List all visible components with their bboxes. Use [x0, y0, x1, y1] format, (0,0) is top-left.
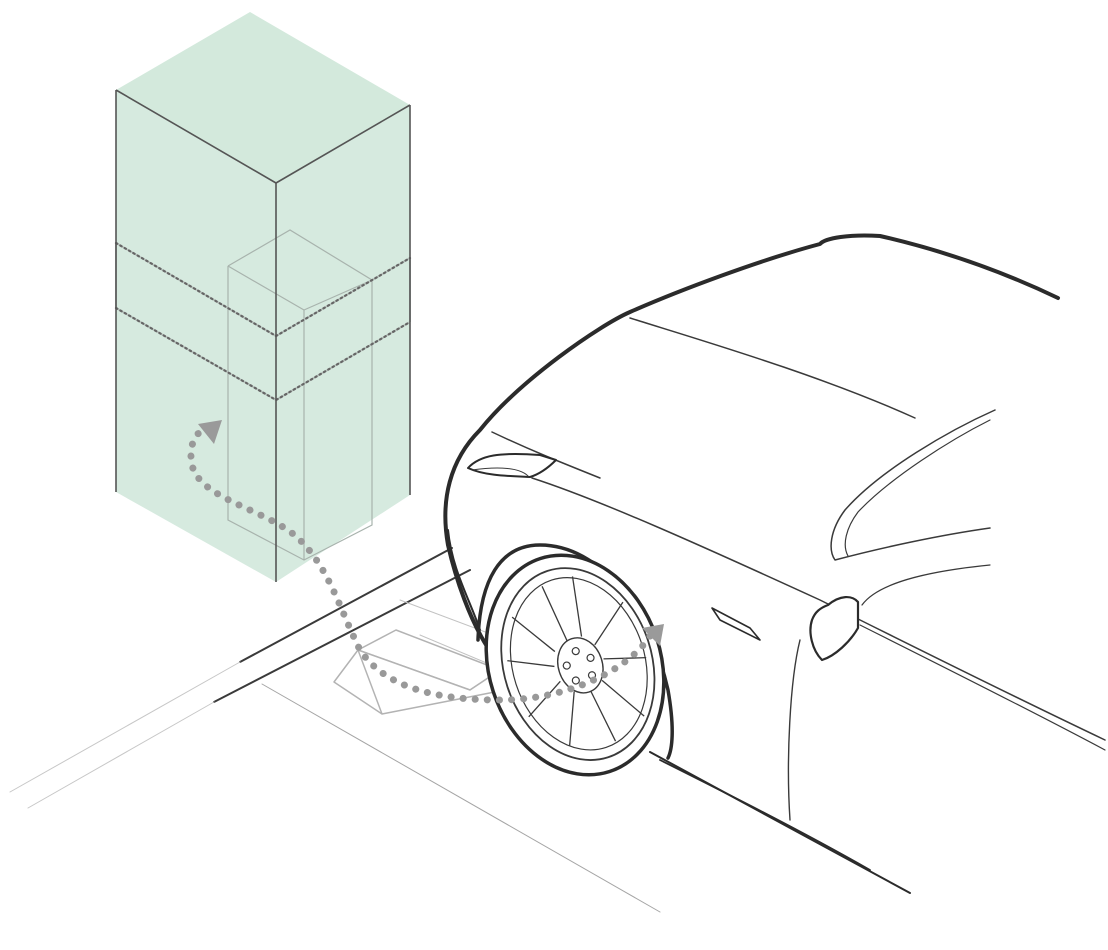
transfer-arrowhead-start — [198, 420, 222, 444]
ground-line-near — [27, 701, 215, 809]
transfer-path-dotted-line — [187, 424, 654, 704]
car-side-mirror — [809, 596, 860, 662]
tower-edges — [115, 89, 411, 582]
transfer-path-arrow-icon — [187, 420, 664, 704]
car-body-line-2 — [859, 624, 1106, 751]
curb-line-lower — [213, 569, 471, 703]
wheel-spokes — [507, 576, 647, 746]
car-a-pillar — [861, 564, 991, 606]
transfer-arrowhead-end — [642, 624, 664, 646]
storage-tower-icon — [114, 12, 412, 582]
parking-line-diagonal — [261, 683, 661, 913]
car-icon — [443, 233, 1106, 871]
curb-line-upper — [239, 547, 453, 663]
wheel-stop-edge — [357, 649, 383, 715]
tower-right-face — [276, 105, 410, 582]
car-headlight — [467, 452, 557, 478]
ground-lines — [9, 547, 911, 913]
car-windshield-inner — [844, 419, 991, 557]
car-body-line — [531, 477, 1106, 741]
car-front-lower — [447, 529, 481, 631]
road-line-right — [649, 751, 911, 894]
car-headlight-inner — [471, 467, 529, 477]
car-rocker — [659, 759, 871, 871]
car-fender-vent — [711, 607, 761, 641]
car-hood-line — [629, 317, 916, 419]
car-windshield — [830, 409, 996, 561]
rim-outer — [500, 567, 656, 761]
ground-line-far — [9, 661, 241, 793]
tower-left-face — [116, 90, 276, 582]
car-silhouette — [443, 233, 1060, 650]
tower-inner-module — [227, 229, 373, 561]
car-door-edge — [787, 639, 801, 821]
tower-top-face — [116, 12, 410, 183]
wheel-stop-icon — [333, 629, 506, 715]
